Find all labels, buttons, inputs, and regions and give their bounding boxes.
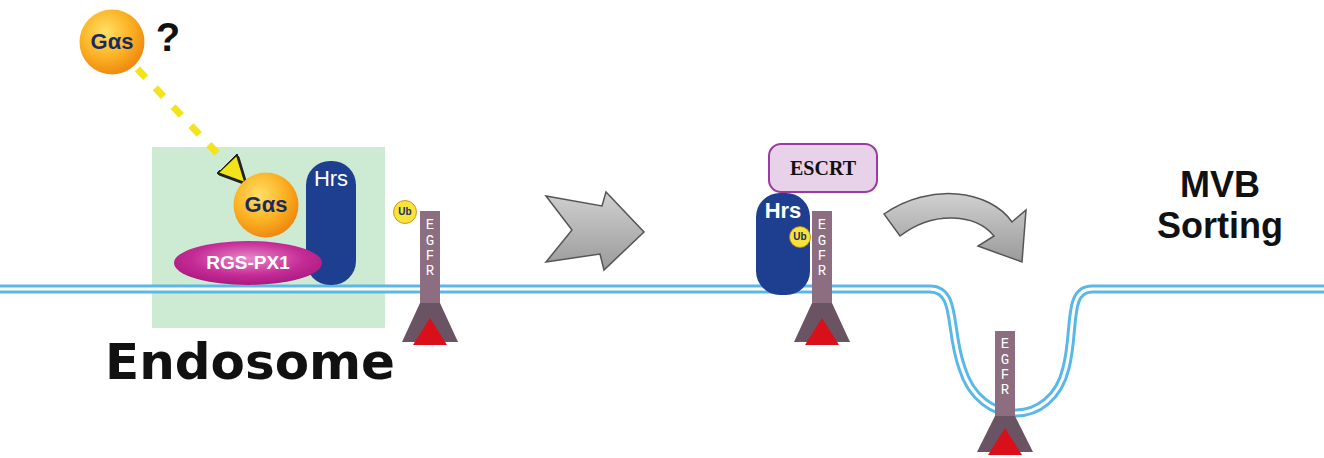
g-protein-circle: Gαs — [233, 172, 299, 238]
node-text: Hrs — [314, 166, 348, 191]
node-text: Ub — [793, 231, 806, 243]
node-text: ESCRT — [790, 157, 856, 180]
receptor-base — [402, 285, 1033, 455]
rgs-protein: RGS-PX1 — [174, 241, 322, 285]
node-text: EGFR — [815, 218, 829, 280]
ubiquitin-tag: Ub — [393, 200, 417, 224]
receptor-bar: EGFR — [811, 210, 833, 288]
receptor-bar: EGFR — [419, 210, 441, 288]
node-text: Hrs — [765, 198, 802, 223]
receptor-bar: EGFR — [994, 330, 1016, 406]
node-text: RGS-PX1 — [206, 252, 289, 274]
node-text: Gαs — [245, 192, 288, 217]
complex-region — [152, 147, 385, 328]
node-text: EGFR — [998, 337, 1012, 399]
question-mark: ? — [148, 14, 188, 60]
endosome-membrane — [0, 289, 1324, 413]
process-label: MVB Sorting — [1130, 164, 1310, 247]
process-arrow — [884, 194, 1026, 262]
node-text: EGFR — [423, 218, 437, 280]
process-arrow — [546, 192, 644, 270]
node-text: Ub — [398, 206, 411, 218]
node-text: Gαs — [91, 29, 134, 54]
ubiquitin-tag: Ub — [789, 226, 811, 248]
activation-arrow — [137, 69, 236, 174]
escrt-complex: ESCRT — [768, 143, 878, 193]
g-protein-circle: Gαs — [79, 9, 145, 75]
compartment-label: Endosome — [100, 334, 400, 392]
